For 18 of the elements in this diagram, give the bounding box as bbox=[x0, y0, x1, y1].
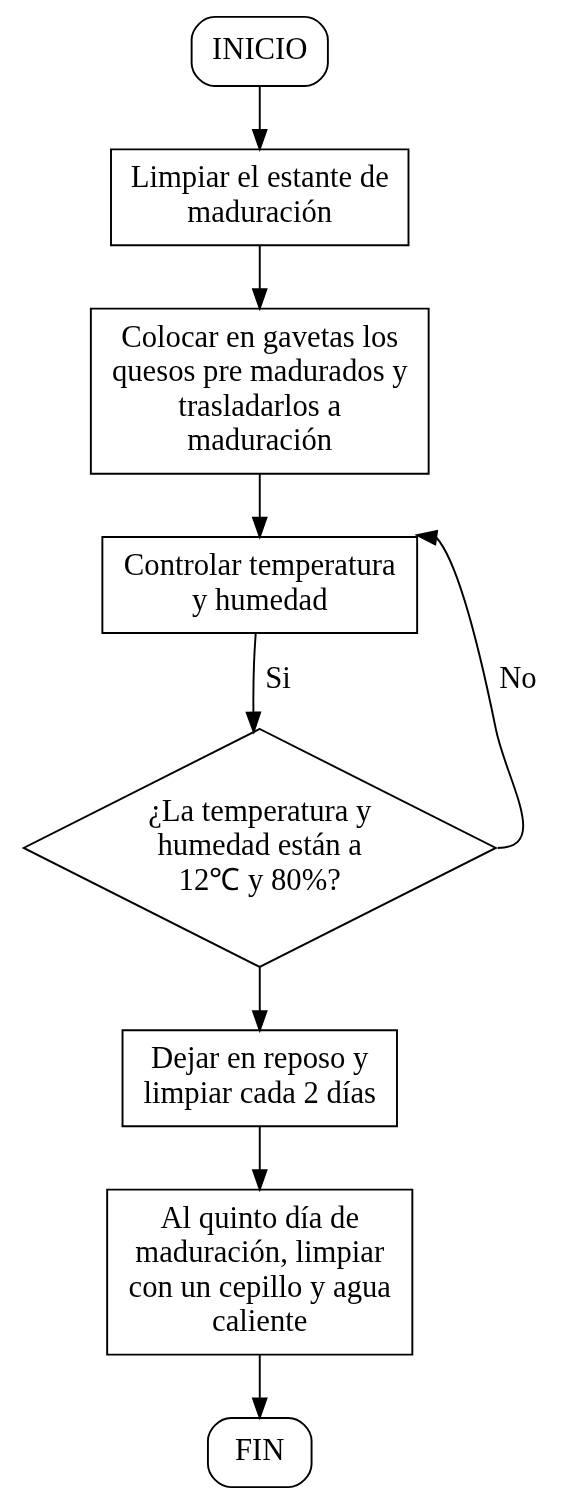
edge-label: Si bbox=[265, 661, 291, 696]
node-box: Al quinto día de maduración, limpiar con un cepillo y agua caliente bbox=[106, 1188, 414, 1356]
edge-label: No bbox=[499, 661, 537, 696]
arrow bbox=[251, 473, 268, 540]
arrow bbox=[251, 1354, 268, 1421]
arrow bbox=[251, 966, 268, 1034]
node-box: Colocar en gavetas los quesos pre madurados y trasladarlos a maduración bbox=[89, 307, 430, 475]
node-box: Controlar temperatura y humedad bbox=[101, 536, 419, 634]
arrow bbox=[414, 529, 525, 849]
arrow bbox=[251, 85, 268, 153]
arrow bbox=[245, 632, 262, 735]
node-box: INICIO bbox=[190, 15, 329, 87]
arrow bbox=[251, 244, 268, 312]
arrow bbox=[251, 1125, 268, 1193]
node-box: FIN bbox=[206, 1417, 313, 1489]
node-diamond: ¿La temperatura y humedad están a 12℃ y 80%? bbox=[21, 727, 498, 969]
node-box: Limpiar el estante de maduración bbox=[110, 148, 410, 247]
node-box: Dejar en reposo y limpiar cada 2 días bbox=[121, 1029, 398, 1128]
